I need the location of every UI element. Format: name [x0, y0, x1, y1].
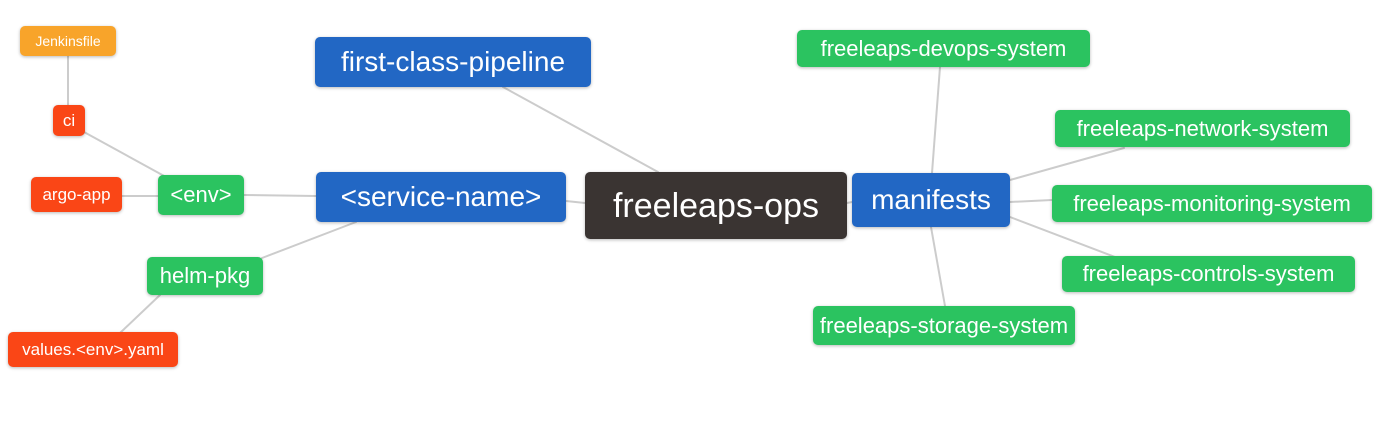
node-jenkinsfile[interactable]: Jenkinsfile	[20, 26, 116, 56]
node-values-env-yaml[interactable]: values.<env>.yaml	[8, 332, 178, 367]
edge-ci-to-env	[83, 131, 167, 178]
edge-manifests-to-freeleaps-monitoring-system	[1009, 199, 1053, 203]
edge-service-name-to-freeleaps-ops	[565, 200, 586, 204]
edge-freeleaps-devops-system-to-manifests	[931, 66, 941, 174]
node-env[interactable]: <env>	[158, 175, 244, 215]
node-freeleaps-network-system[interactable]: freeleaps-network-system	[1055, 110, 1350, 147]
edge-first-class-pipeline-to-freeleaps-ops	[502, 86, 659, 173]
node-service-name[interactable]: <service-name>	[316, 172, 566, 222]
edge-manifests-to-freeleaps-controls-system	[1009, 216, 1116, 258]
edge-manifests-to-freeleaps-network-system	[1009, 147, 1125, 181]
edge-helm-pkg-to-service-name	[261, 221, 357, 259]
node-first-class-pipeline[interactable]: first-class-pipeline	[315, 37, 591, 87]
edge-env-to-service-name	[243, 194, 317, 197]
node-freeleaps-monitoring-system[interactable]: freeleaps-monitoring-system	[1052, 185, 1372, 222]
node-argo-app[interactable]: argo-app	[31, 177, 122, 212]
node-manifests[interactable]: manifests	[852, 173, 1010, 227]
edge-values-env-yaml-to-helm-pkg	[119, 294, 161, 334]
node-freeleaps-devops-system[interactable]: freeleaps-devops-system	[797, 30, 1090, 67]
node-helm-pkg[interactable]: helm-pkg	[147, 257, 263, 295]
edge-manifests-to-freeleaps-storage-system	[930, 226, 946, 307]
node-freeleaps-controls-system[interactable]: freeleaps-controls-system	[1062, 256, 1355, 292]
node-freeleaps-storage-system[interactable]: freeleaps-storage-system	[813, 306, 1075, 345]
node-ci[interactable]: ci	[53, 105, 85, 136]
node-freeleaps-ops[interactable]: freeleaps-ops	[585, 172, 847, 239]
